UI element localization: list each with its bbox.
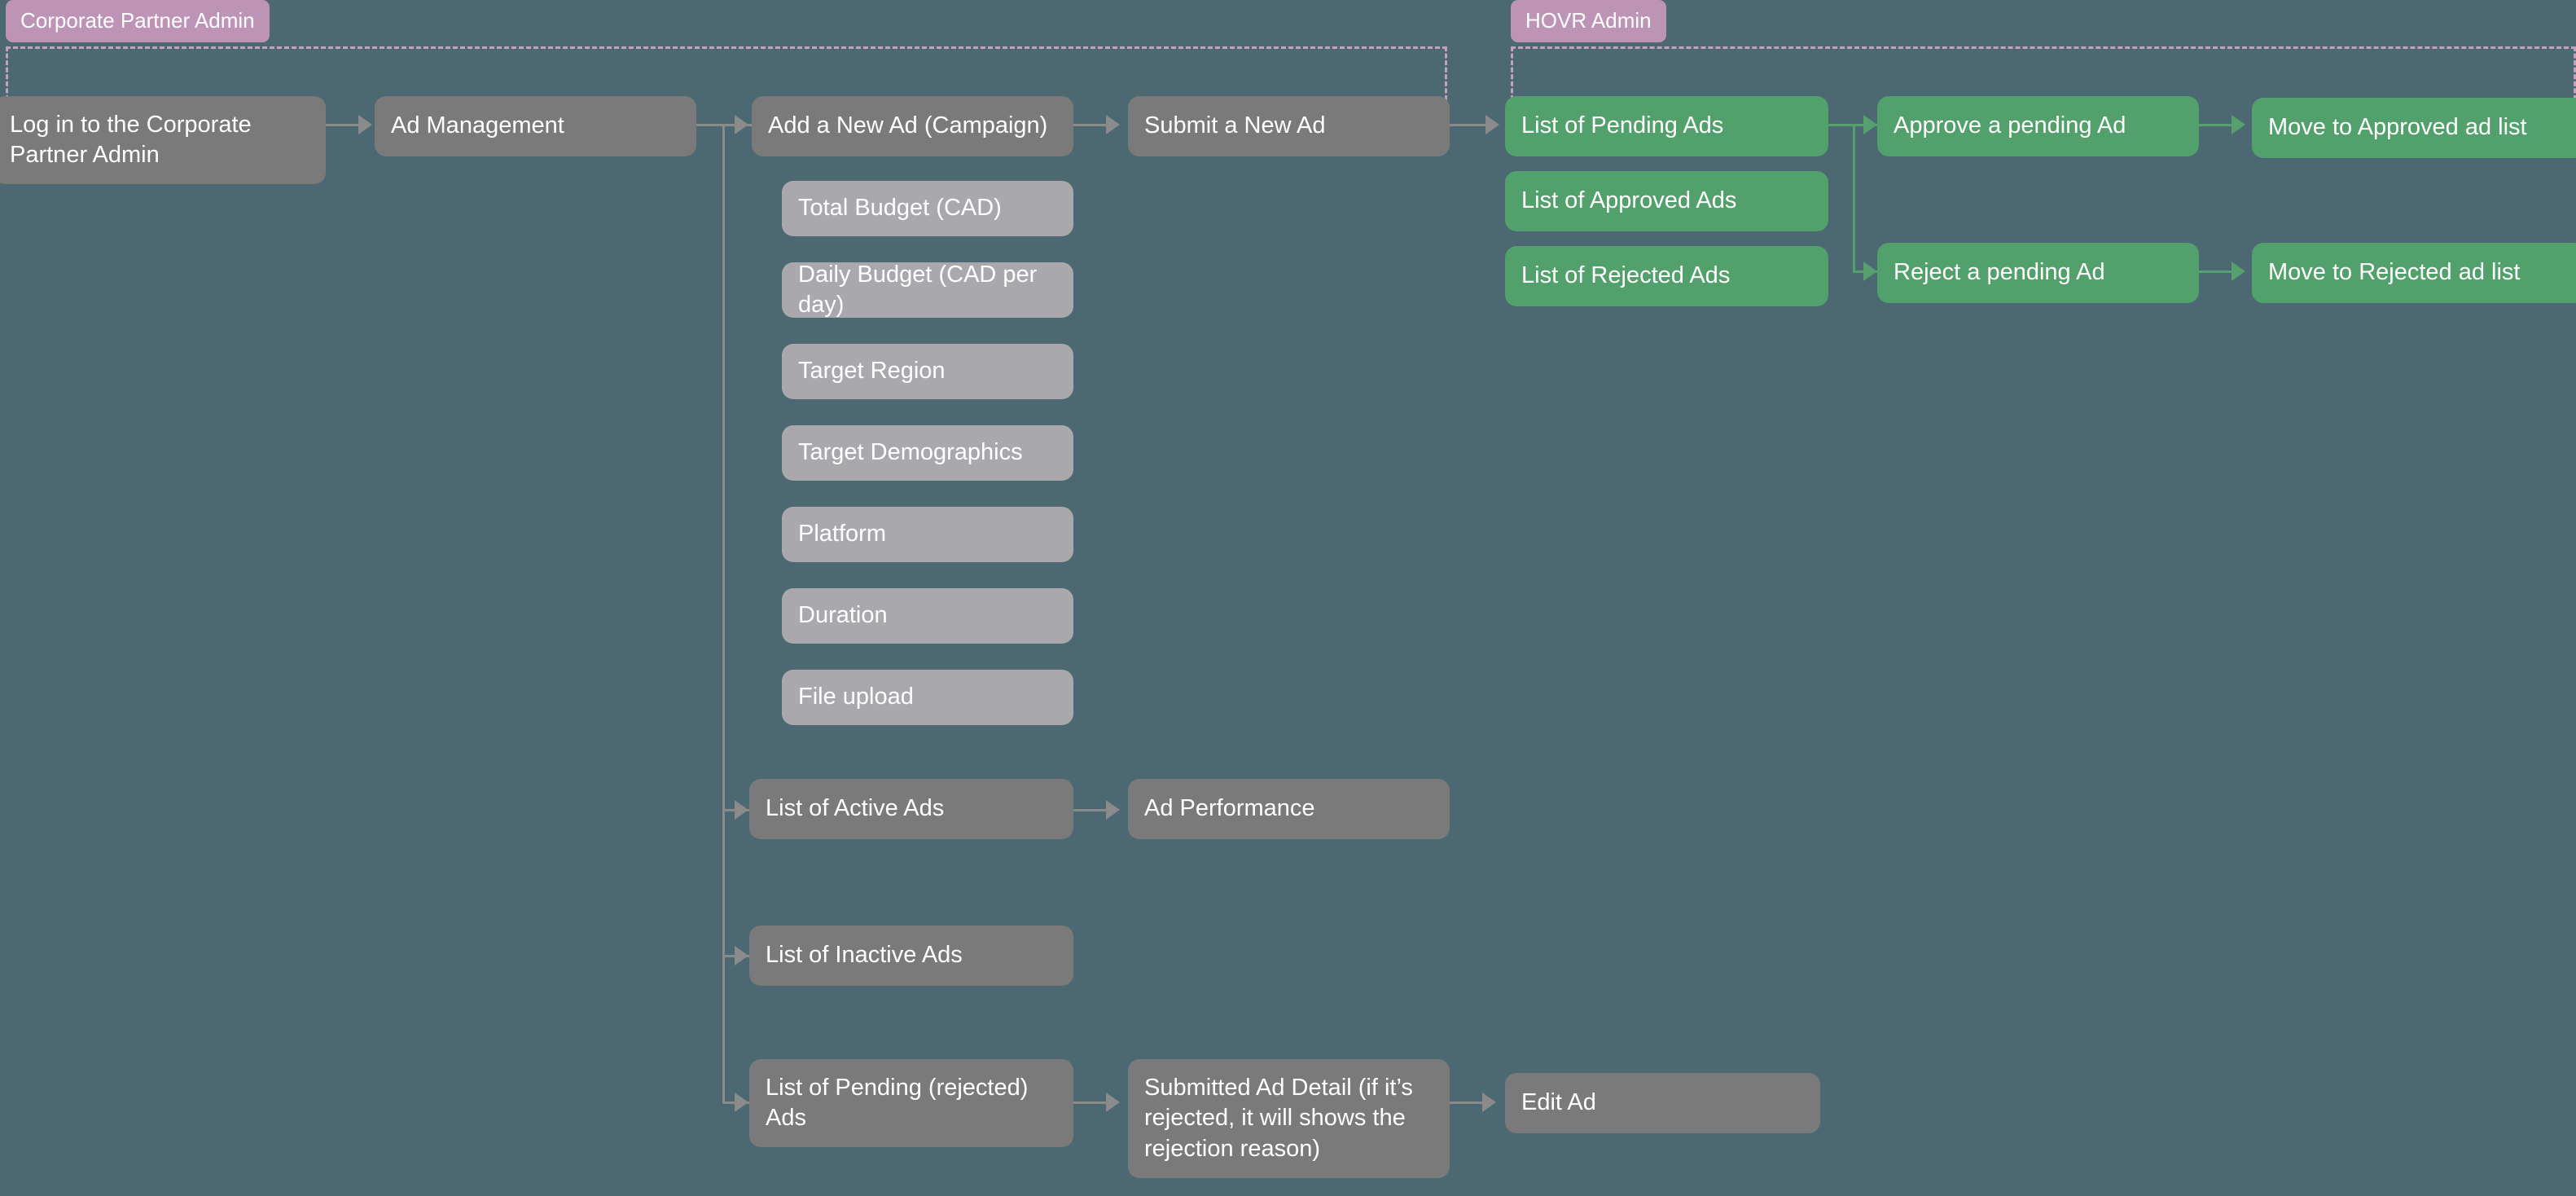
node-reject-a-pending-ad[interactable]: Reject a pending Ad — [1877, 243, 2199, 303]
node-list-of-approved-ads[interactable]: List of Approved Ads — [1505, 171, 1828, 231]
connector-approve-to-move-approved — [2199, 124, 2241, 126]
connector-branch-to-approve — [1853, 124, 1880, 126]
field-total-budget-cad[interactable]: Total Budget (CAD) — [782, 181, 1073, 236]
connector-pending-ads-branch-vertical — [1853, 124, 1855, 273]
field-daily-budget-cad-per-day[interactable]: Daily Budget (CAD per day) — [782, 262, 1073, 318]
lane-frame-corporate-partner-admin — [6, 46, 1447, 100]
lane-label-hovr-admin: HOVR Admin — [1511, 0, 1666, 42]
arrow-pending-rejected-to-detail — [1106, 1093, 1120, 1112]
node-list-of-rejected-ads[interactable]: List of Rejected Ads — [1505, 246, 1828, 306]
node-list-of-inactive-ads[interactable]: List of Inactive Ads — [749, 926, 1073, 986]
node-submit-a-new-ad[interactable]: Submit a New Ad — [1128, 96, 1450, 156]
connector-detail-to-edit-ad — [1450, 1101, 1492, 1104]
field-target-demographics[interactable]: Target Demographics — [782, 425, 1073, 481]
node-list-of-active-ads[interactable]: List of Active Ads — [749, 779, 1073, 839]
arrow-detail-to-edit-ad — [1482, 1093, 1496, 1112]
connector-ad-management-stub — [696, 124, 724, 126]
connector-pending-rejected-to-detail — [1073, 1101, 1116, 1104]
node-ad-management[interactable]: Ad Management — [375, 96, 696, 156]
node-approve-a-pending-ad[interactable]: Approve a pending Ad — [1877, 96, 2199, 156]
arrow-spine-to-list-active-ads — [735, 800, 748, 820]
connector-active-ads-to-performance — [1073, 809, 1116, 811]
node-move-to-approved-ad-list[interactable]: Move to Approved ad list — [2252, 98, 2576, 158]
lane-label-corporate-partner-admin: Corporate Partner Admin — [6, 0, 270, 42]
field-target-region[interactable]: Target Region — [782, 344, 1073, 399]
arrow-login-to-ad-management — [358, 115, 372, 134]
arrow-reject-to-move-rejected — [2232, 262, 2245, 281]
connector-add-new-ad-to-submit — [1073, 124, 1116, 126]
field-duration[interactable]: Duration — [782, 588, 1073, 644]
arrow-active-ads-to-performance — [1106, 800, 1120, 820]
lane-frame-hovr-admin — [1511, 46, 2576, 100]
connector-branch-to-reject — [1853, 270, 1880, 273]
arrow-branch-to-approve — [1863, 115, 1877, 134]
node-list-of-pending-ads[interactable]: List of Pending Ads — [1505, 96, 1828, 156]
arrow-spine-to-list-pending-rejected-ads — [735, 1093, 748, 1112]
arrow-approve-to-move-approved — [2232, 115, 2245, 134]
arrow-submit-to-pending-ads — [1485, 115, 1499, 134]
node-log-in-corporate-partner-admin[interactable]: Log in to the Corporate Partner Admin — [0, 96, 326, 184]
arrow-branch-to-reject — [1863, 262, 1877, 281]
node-ad-performance[interactable]: Ad Performance — [1128, 779, 1450, 839]
field-file-upload[interactable]: File upload — [782, 670, 1073, 725]
field-platform[interactable]: Platform — [782, 507, 1073, 562]
arrow-spine-to-add-new-ad — [735, 115, 748, 134]
node-add-a-new-ad-campaign[interactable]: Add a New Ad (Campaign) — [752, 96, 1073, 156]
node-submitted-ad-detail[interactable]: Submitted Ad Detail (if it’s rejected, i… — [1128, 1059, 1450, 1178]
node-move-to-rejected-ad-list[interactable]: Move to Rejected ad list — [2252, 243, 2576, 303]
connector-submit-to-pending-ads — [1450, 124, 1495, 126]
arrow-spine-to-list-inactive-ads — [735, 946, 748, 965]
arrow-add-new-ad-to-submit — [1106, 115, 1120, 134]
connector-reject-to-move-rejected — [2199, 270, 2241, 273]
connector-login-to-ad-management — [326, 124, 360, 126]
connector-branch-spine — [722, 124, 725, 1104]
connector-spine-to-add-new-ad — [722, 124, 753, 126]
node-edit-ad[interactable]: Edit Ad — [1505, 1073, 1820, 1133]
node-list-of-pending-rejected-ads[interactable]: List of Pending (rejected) Ads — [749, 1059, 1073, 1147]
connector-pending-ads-stub — [1828, 124, 1854, 126]
